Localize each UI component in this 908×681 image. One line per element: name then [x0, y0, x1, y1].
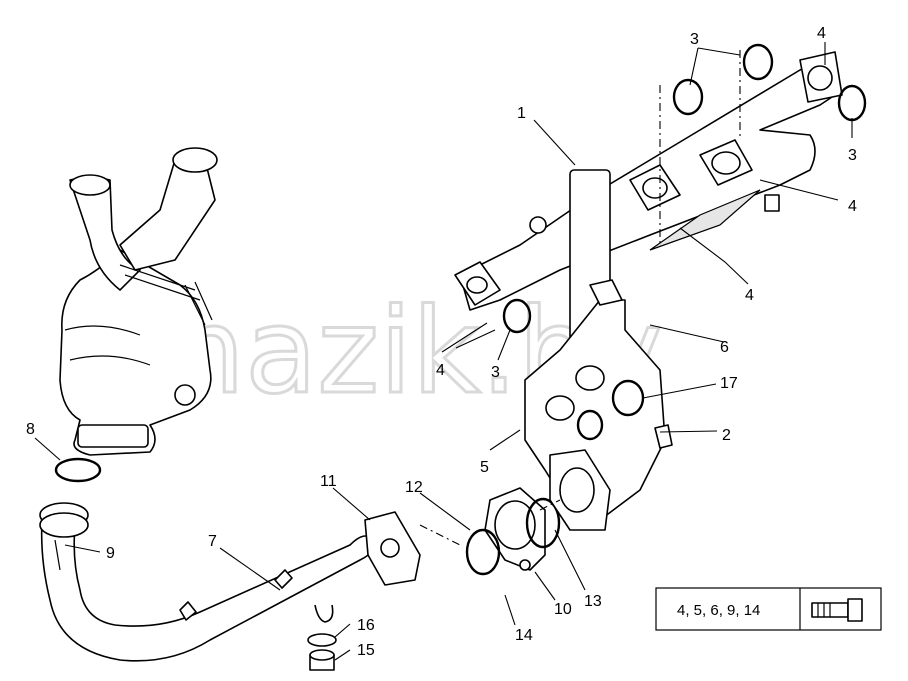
callout-11: 11	[320, 473, 337, 490]
callout-8: 8	[26, 421, 35, 438]
callout-4: 4	[436, 362, 445, 379]
callout-4: 4	[745, 287, 754, 304]
callout-3: 3	[848, 147, 857, 164]
ring-3-a	[672, 78, 704, 116]
fastener-legend: 4, 5, 6, 9, 14	[655, 587, 882, 631]
callout-17: 17	[720, 375, 738, 392]
ring-3-d	[502, 298, 532, 334]
callout-10: 10	[554, 601, 572, 618]
callout-16: 16	[357, 617, 375, 634]
callout-14: 14	[515, 627, 533, 644]
ring-3-c	[837, 84, 867, 122]
pipe-7	[39, 502, 376, 662]
turbocharger	[59, 147, 218, 456]
gasket-8	[54, 457, 102, 483]
ring-12	[465, 528, 501, 576]
bolt-icon	[811, 598, 863, 622]
ring-13	[525, 497, 561, 549]
washer-16	[307, 633, 337, 647]
callout-12: 12	[405, 479, 423, 496]
callout-13: 13	[584, 593, 602, 610]
leader-lines	[34, 42, 853, 661]
ring-3-b	[742, 43, 774, 81]
legend-parts-list: 4, 5, 6, 9, 14	[677, 602, 760, 619]
callout-1: 1	[517, 105, 526, 122]
callout-9: 9	[106, 545, 115, 562]
callout-7: 7	[208, 533, 217, 550]
callout-6: 6	[720, 339, 729, 356]
callout-4: 4	[848, 198, 857, 215]
callout-3: 3	[690, 31, 699, 48]
callout-2: 2	[722, 427, 731, 444]
manifold-2	[524, 279, 673, 531]
callout-5: 5	[480, 459, 489, 476]
callout-4: 4	[817, 25, 826, 42]
callout-15: 15	[357, 642, 375, 659]
callout-3: 3	[491, 364, 500, 381]
ring-2	[576, 409, 604, 441]
